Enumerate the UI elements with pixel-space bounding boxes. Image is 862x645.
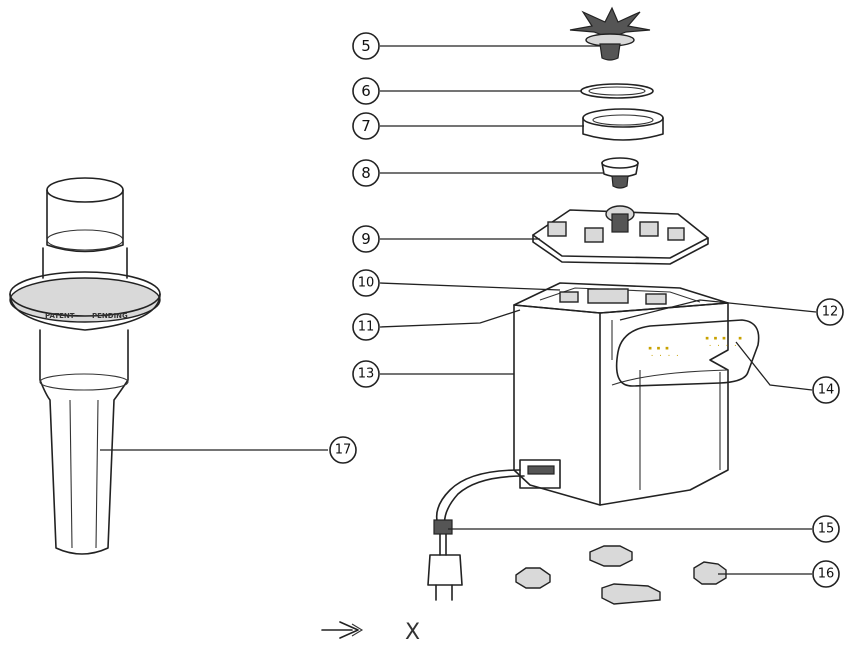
svg-text:· · · ·: · · · · — [708, 342, 738, 350]
svg-text:5: 5 — [361, 37, 371, 55]
coupling-part — [601, 157, 639, 189]
motor-base-part: ▪ ▪ ▪ · · · · ▪ ▪ ▪ · · · · ▪ — [513, 282, 760, 506]
svg-text:· · · ·: · · · · — [650, 352, 680, 360]
svg-text:17: 17 — [335, 443, 352, 458]
direction-mark-label: X — [405, 620, 420, 645]
callout-14: 14 — [812, 376, 840, 404]
motor-plate-part — [532, 205, 709, 265]
rubber-feet-part — [515, 545, 727, 605]
callout-10: 10 — [352, 269, 380, 297]
svg-text:16: 16 — [818, 567, 835, 582]
ring-nut-part — [582, 108, 664, 141]
svg-text:6: 6 — [361, 82, 371, 100]
leader-14 — [735, 341, 813, 391]
leader-11 — [379, 309, 521, 328]
svg-text:10: 10 — [358, 276, 375, 291]
svg-text:▪ ▪ ▪: ▪ ▪ ▪ — [648, 344, 669, 352]
callout-16: 16 — [812, 560, 840, 588]
callout-12: 12 — [816, 298, 844, 326]
callout-6: 6 — [352, 77, 380, 105]
direction-indicator: X — [321, 620, 420, 645]
tamper-part: PATENT PENDING — [9, 177, 161, 555]
callout-5: 5 — [352, 32, 380, 60]
svg-text:13: 13 — [358, 367, 375, 382]
svg-text:▪: ▪ — [738, 334, 742, 342]
svg-text:11: 11 — [358, 320, 375, 335]
leader-10 — [379, 282, 561, 291]
svg-text:9: 9 — [361, 230, 371, 248]
svg-text:▪ ▪ ▪: ▪ ▪ ▪ — [705, 334, 726, 342]
svg-text:7: 7 — [361, 117, 371, 135]
callout-7: 7 — [352, 112, 380, 140]
svg-text:15: 15 — [818, 522, 835, 537]
callout-8: 8 — [352, 159, 380, 187]
callout-11: 11 — [352, 313, 380, 341]
callout-15: 15 — [812, 515, 840, 543]
callout-17: 17 — [329, 436, 357, 464]
svg-text:14: 14 — [818, 383, 835, 398]
control-panel: ▪ ▪ ▪ · · · · ▪ ▪ ▪ · · · · ▪ — [615, 319, 760, 387]
ring-text-left: PATENT — [45, 312, 75, 320]
callout-9: 9 — [352, 225, 380, 253]
blade-assembly-part — [569, 6, 651, 61]
leader-lines — [100, 45, 817, 575]
leader-12 — [619, 299, 817, 321]
gasket-part — [580, 83, 654, 99]
callout-13: 13 — [352, 360, 380, 388]
ring-text-right: PENDING — [92, 312, 128, 320]
svg-text:8: 8 — [361, 164, 371, 182]
svg-text:12: 12 — [822, 305, 839, 320]
power-cord-part — [427, 469, 525, 601]
